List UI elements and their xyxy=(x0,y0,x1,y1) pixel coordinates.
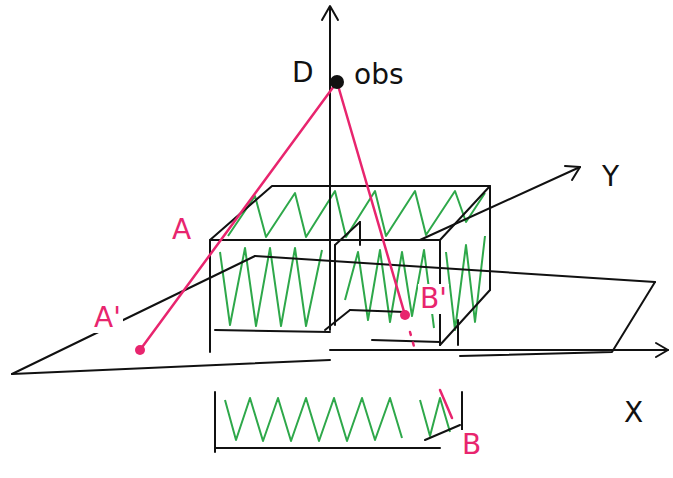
point-label: A xyxy=(170,215,193,245)
observer-dot xyxy=(330,75,344,89)
point-b-prime xyxy=(400,310,410,320)
point-label: B' xyxy=(418,284,449,314)
point-label: D xyxy=(290,58,316,88)
observer-label: obs xyxy=(352,60,406,90)
sight-lines xyxy=(140,82,452,418)
axis-label: X xyxy=(622,398,645,428)
sketch-lines xyxy=(12,6,668,452)
point-label: A' xyxy=(92,303,123,333)
axis-label: Y xyxy=(600,162,621,192)
point-a-prime xyxy=(135,345,145,355)
point-label: B xyxy=(460,430,483,460)
